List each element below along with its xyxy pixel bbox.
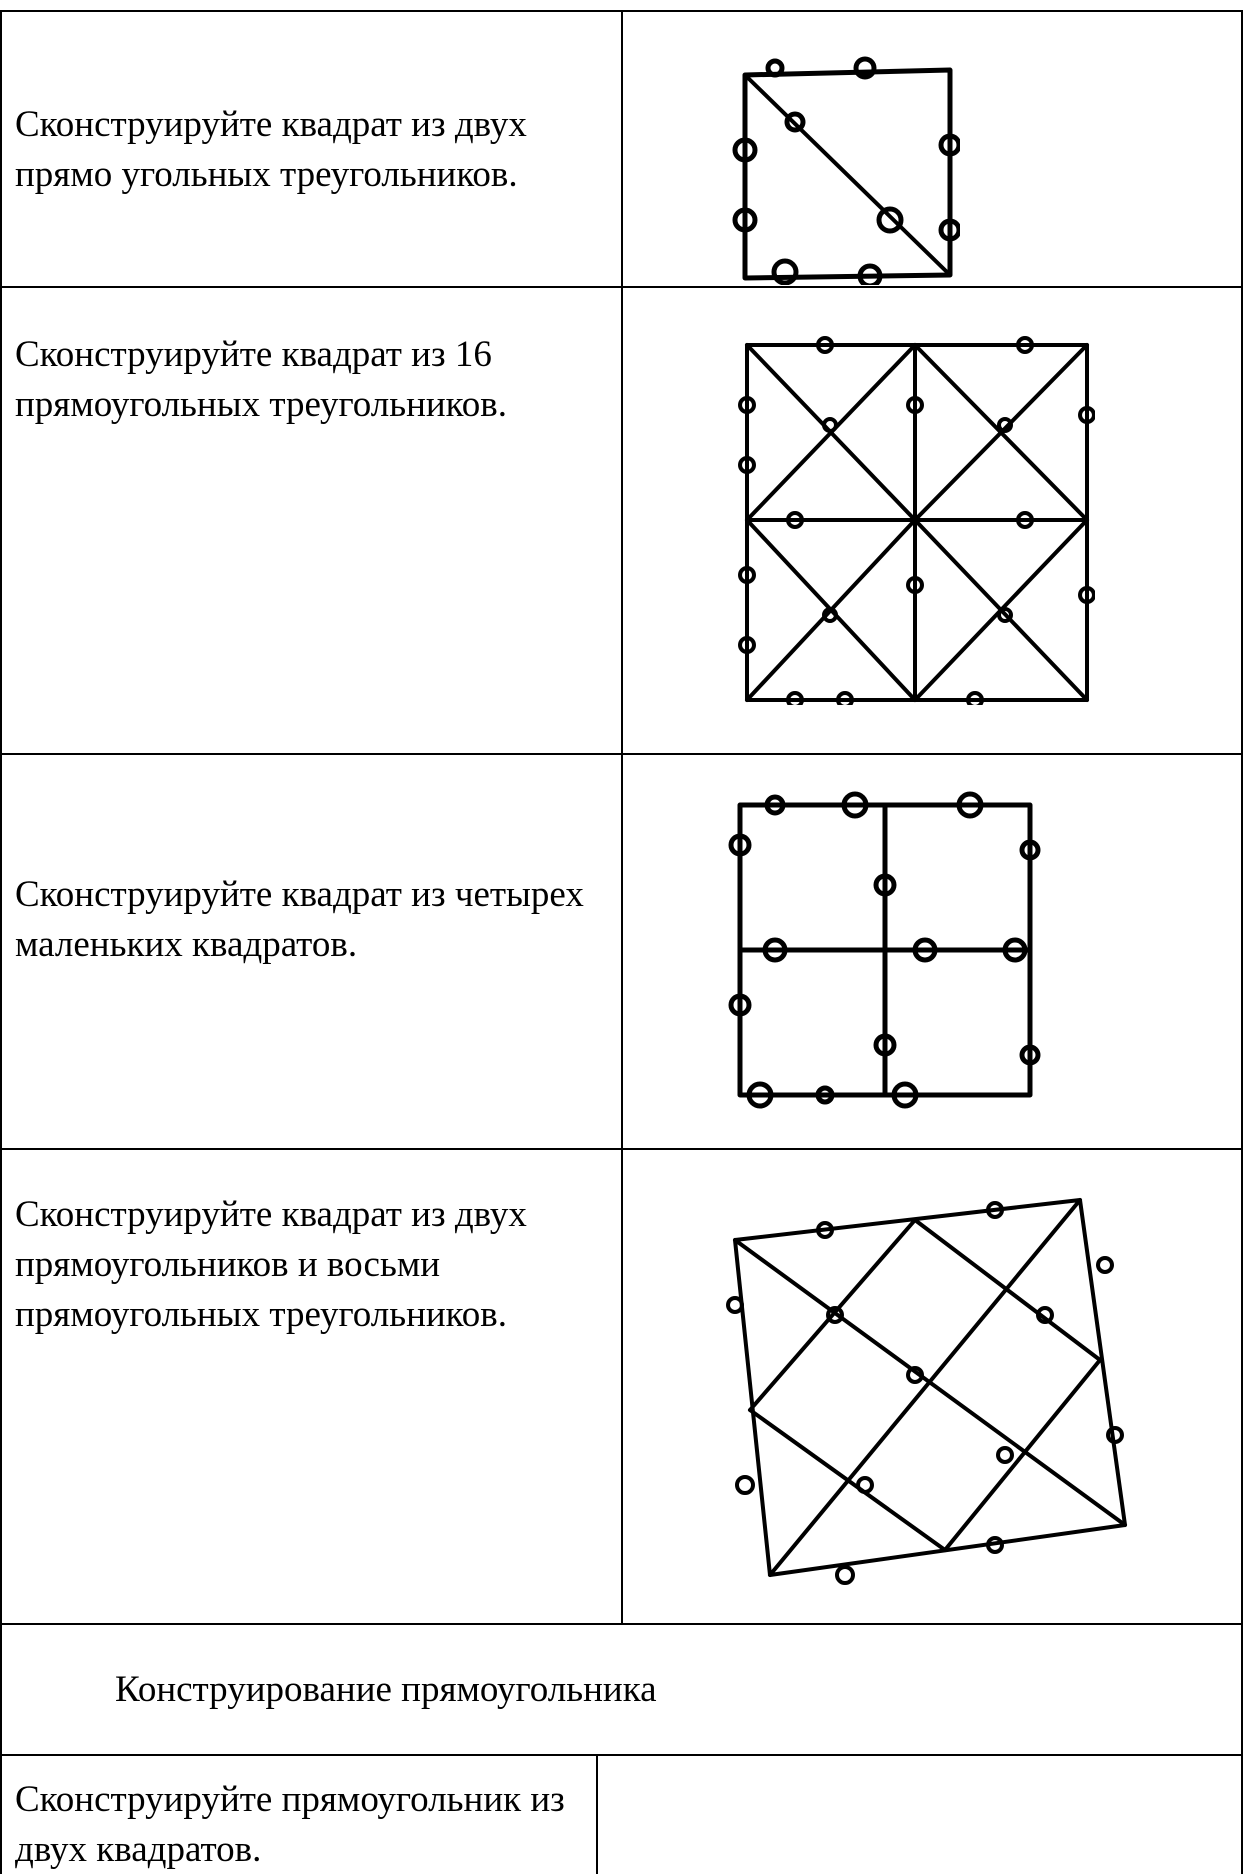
table-border-right bbox=[1241, 10, 1243, 1874]
task-text-row-4: Сконструируйте квадрат из двух прямоугол… bbox=[15, 1194, 527, 1335]
table-row-divider bbox=[0, 1623, 1243, 1625]
task-text-last-row: Сконструируйте прямоугольник из двух ква… bbox=[15, 1779, 565, 1870]
figure-rectangles-and-triangles bbox=[715, 1185, 1135, 1585]
figure-four-squares bbox=[725, 790, 1045, 1110]
figure-two-triangles-square bbox=[720, 50, 960, 285]
table-column-divider bbox=[621, 10, 623, 1624]
table-column-divider bbox=[596, 1754, 598, 1874]
task-text-row-2: Сконструируйте квадрат из 16 прямоугольн… bbox=[15, 334, 507, 425]
task-text-row-3: Сконструируйте квадрат из четырех малень… bbox=[15, 874, 584, 965]
task-text-row-1: Сконструируйте квадрат из двух прямо уго… bbox=[15, 104, 527, 195]
table-row-divider bbox=[0, 1754, 1243, 1756]
section-title: Конструирование прямоугольника bbox=[115, 1669, 657, 1710]
figure-sixteen-triangles-square bbox=[735, 335, 1095, 705]
table-border-left bbox=[0, 10, 2, 1874]
